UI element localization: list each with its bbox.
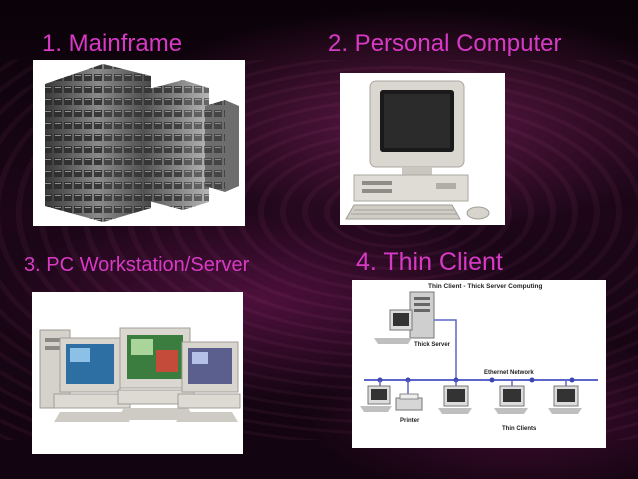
thin-clients-label: Thin Clients — [502, 426, 537, 432]
thin-client-network-diagram: Thin Client - Thick Server Computing Thi… — [360, 283, 598, 432]
server-label: Thick Server — [414, 342, 451, 348]
mainframe-photo — [33, 60, 245, 226]
thin-client-diagram: Thin Client - Thick Server Computing Thi… — [352, 280, 606, 448]
personal-computer-photo — [340, 73, 505, 225]
diagram-title: Thin Client - Thick Server Computing — [428, 283, 543, 290]
mainframe-label: 1. Mainframe — [42, 30, 183, 57]
personal-computer-label: 2. Personal Computer — [328, 30, 562, 57]
thin-client-label: 4. Thin Client — [356, 248, 503, 276]
workstation-server-photo — [32, 292, 243, 454]
printer-label: Printer — [400, 418, 420, 424]
mainframe-illustration — [45, 64, 239, 222]
network-label: Ethernet Network — [484, 370, 534, 376]
personal-computer-illustration — [345, 80, 490, 220]
workstation-server-illustration — [39, 327, 241, 422]
workstation-server-label: 3. PC Workstation/Server — [24, 254, 250, 276]
